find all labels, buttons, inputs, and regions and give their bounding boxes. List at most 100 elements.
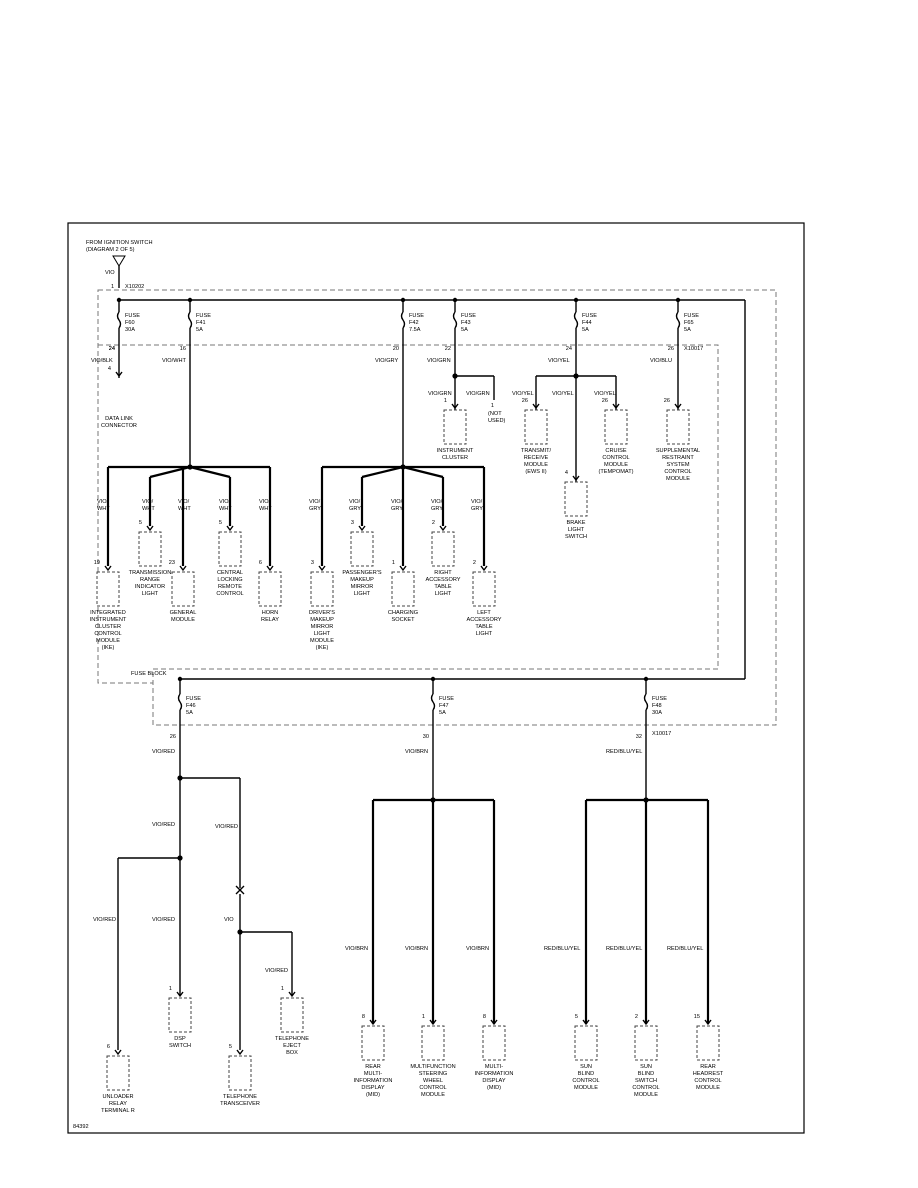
general-module-label: MODULE bbox=[171, 617, 195, 623]
central-locking-label: CENTRAL bbox=[217, 570, 243, 576]
wire-label: VIO/ bbox=[309, 499, 321, 505]
instrument-cluster-box bbox=[443, 409, 467, 445]
sun-blind-switch-pin: 2 bbox=[635, 1014, 638, 1020]
multifunction-steering-module-box bbox=[421, 1025, 445, 1061]
transmit-receive-module-label: (EWS II) bbox=[525, 469, 546, 475]
passengers-mirror-light-box bbox=[350, 531, 374, 567]
not-used-label: (NOT bbox=[488, 411, 502, 417]
connector-icon bbox=[582, 1019, 590, 1026]
wire-label: VIO/ bbox=[259, 499, 271, 505]
connector-id: X10017 bbox=[652, 731, 671, 737]
fuse-number: F48 bbox=[652, 703, 662, 709]
fuse-amp: 30A bbox=[652, 710, 662, 716]
right-table-light-label: RIGHT bbox=[434, 570, 452, 576]
fuse-icon bbox=[643, 693, 649, 711]
connector-icon bbox=[369, 1019, 377, 1026]
drivers-mirror-light-label: DRIVER'S bbox=[309, 610, 335, 616]
rear-mid-label: REAR bbox=[365, 1064, 381, 1070]
horn-relay-label: RELAY bbox=[261, 617, 279, 623]
data-link-label: CONNECTOR bbox=[101, 423, 137, 429]
connector-icon bbox=[114, 1049, 122, 1056]
fuse-label: FUSE bbox=[186, 696, 201, 702]
right-table-light-pin: 2 bbox=[432, 520, 435, 526]
wire bbox=[189, 465, 231, 479]
connector-icon bbox=[266, 565, 274, 572]
transmission-range-light-label: RANGE bbox=[140, 577, 160, 583]
cruise-control-module-pin: 26 bbox=[602, 398, 608, 404]
wire-label: VIO/GRN bbox=[428, 391, 452, 397]
dsp-switch-box bbox=[168, 997, 192, 1033]
transmission-range-light-box bbox=[138, 531, 162, 567]
cruise-control-module-label: (TEMPOMAT) bbox=[598, 469, 633, 475]
general-module-label: GENERAL bbox=[170, 610, 197, 616]
passengers-mirror-light-label: PASSENGER'S bbox=[342, 570, 381, 576]
left-table-light-box bbox=[472, 571, 496, 607]
fuse-block-label: FUSE BLOCK bbox=[131, 671, 167, 677]
connector-icon bbox=[451, 403, 459, 410]
passengers-mirror-light-label: MIRROR bbox=[351, 584, 374, 590]
srs-module-label: SUPPLEMENTAL bbox=[656, 448, 700, 454]
wire-label: VIO/RED bbox=[93, 917, 116, 923]
not-used-label: USED) bbox=[488, 418, 506, 424]
fuse-pin: 30 bbox=[423, 734, 429, 740]
charging-socket-pin: 1 bbox=[392, 560, 395, 566]
srs-module-label: RESTRAINT bbox=[662, 455, 694, 461]
fuse-icon bbox=[116, 311, 122, 329]
transmission-range-light-label: INDICATOR bbox=[135, 584, 165, 590]
fuse-pin: 22 bbox=[445, 346, 451, 352]
fuse-pin: 24 bbox=[109, 346, 115, 352]
connector-icon bbox=[490, 1019, 498, 1026]
connector-icon bbox=[642, 1019, 650, 1026]
wire-label: VIO/ bbox=[431, 499, 443, 505]
rear-headrest-module-pin: 15 bbox=[694, 1014, 700, 1020]
fuse-label: FUSE bbox=[582, 313, 597, 319]
passengers-mirror-light-label: LIGHT bbox=[354, 591, 371, 597]
wire-label: VIO/YEL bbox=[594, 391, 616, 397]
connector-icon bbox=[439, 525, 447, 532]
unloader-relay-box bbox=[106, 1055, 130, 1091]
fuse-number: F47 bbox=[439, 703, 449, 709]
wire-label: VIO/ bbox=[97, 499, 109, 505]
wire-label: VIO/RED bbox=[152, 917, 175, 923]
fuse-wire: VIO/GRN bbox=[427, 358, 451, 364]
wire-label: VIO/RED bbox=[152, 822, 175, 828]
fuse-label: FUSE bbox=[652, 696, 667, 702]
rear-headrest-module-label: REAR bbox=[700, 1064, 716, 1070]
wire-label: VIO/RED bbox=[152, 749, 175, 755]
wire-label: GRY bbox=[309, 506, 321, 512]
srs-module-label: SYSTEM bbox=[666, 462, 689, 468]
fuse-number: F43 bbox=[461, 320, 471, 326]
fuse-amp: 5A bbox=[196, 327, 203, 333]
horn-relay-box bbox=[258, 571, 282, 607]
transmit-receive-module-label: MODULE bbox=[524, 462, 548, 468]
wire-label: VIO/ bbox=[219, 499, 231, 505]
drivers-mirror-light-box bbox=[310, 571, 334, 607]
multifunction-steering-module-label: STEERING bbox=[419, 1071, 448, 1077]
central-locking-label: LOCKING bbox=[217, 577, 242, 583]
charging-socket-label: CHARGING bbox=[388, 610, 418, 616]
fuse-number: F60 bbox=[125, 320, 135, 326]
ike-label: INSTRUMENT bbox=[90, 617, 127, 623]
drivers-mirror-light-label: LIGHT bbox=[314, 631, 331, 637]
rear-mid-label: MULTI- bbox=[364, 1071, 382, 1077]
rear-headrest-module-label: MODULE bbox=[696, 1085, 720, 1091]
mid-display-pin: 8 bbox=[483, 1014, 486, 1020]
sun-blind-module-label: SUN bbox=[580, 1064, 592, 1070]
wire-label: VIO/ bbox=[178, 499, 190, 505]
rear-mid-label: (MID) bbox=[366, 1092, 380, 1098]
connector-icon bbox=[104, 565, 112, 572]
telephone-eject-box-label: BOX bbox=[286, 1050, 298, 1056]
fuse-icon bbox=[400, 311, 406, 329]
multifunction-steering-module-label: WHEEL bbox=[423, 1078, 443, 1084]
left-table-light-pin: 2 bbox=[473, 560, 476, 566]
wire-label: RED/BLU/YEL bbox=[544, 946, 580, 952]
fuse-pin: 26 bbox=[170, 734, 176, 740]
wire bbox=[361, 465, 404, 479]
right-table-light-label: ACCESSORY bbox=[425, 577, 460, 583]
connector-icon bbox=[399, 565, 407, 572]
wire-label: VIO/GRN bbox=[466, 391, 490, 397]
srs-module-label: CONTROL bbox=[664, 469, 691, 475]
sun-blind-switch-box bbox=[634, 1025, 658, 1061]
wire-label: VIO/BRN bbox=[405, 749, 428, 755]
wire-label: VIO/YEL bbox=[552, 391, 574, 397]
